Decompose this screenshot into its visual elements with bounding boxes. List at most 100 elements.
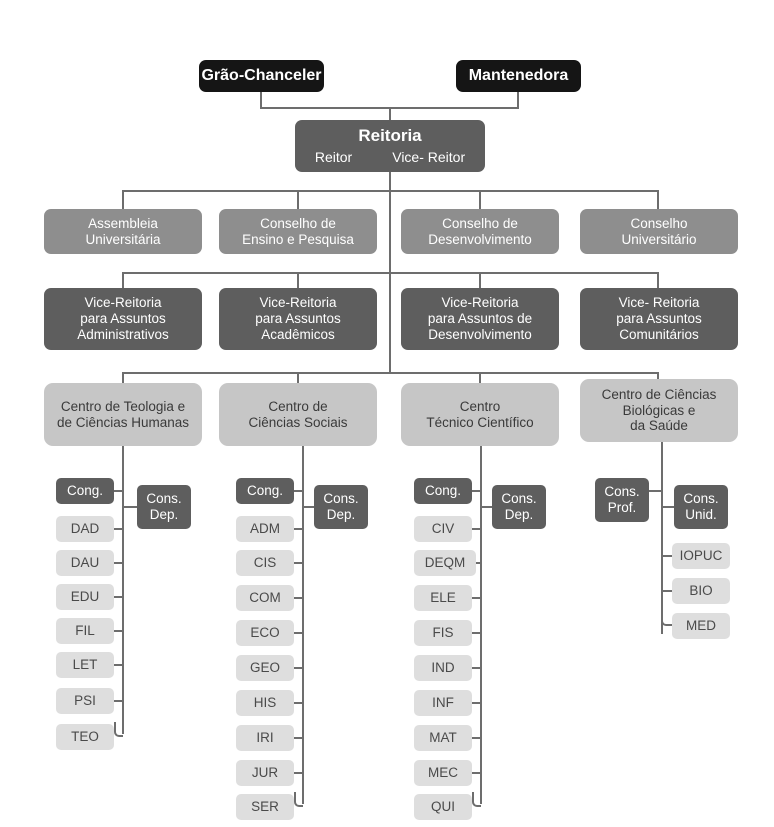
col2-item-iri[interactable]: IRI <box>236 725 294 751</box>
node-vice-reitoria-2[interactable]: Vice-Reitoria para Assuntos Acadêmicos <box>219 288 377 350</box>
vice-3-line3: Desenvolvimento <box>428 326 532 342</box>
connector-col3-spine <box>480 486 482 804</box>
col1-cons-line2: Dep. <box>149 507 179 522</box>
col2-cons-dep[interactable]: Cons. Dep. <box>314 485 368 529</box>
col1-item-teo[interactable]: TEO <box>56 724 114 750</box>
node-reitoria[interactable]: Reitoria Reitor Vice- Reitor <box>295 120 485 172</box>
col4-item-iopuc[interactable]: IOPUC <box>672 543 730 569</box>
node-conselho-3[interactable]: Conselho de Desenvolvimento <box>401 209 559 254</box>
col1-stub-4 <box>114 630 123 632</box>
node-conselho-4[interactable]: Conselho Universitário <box>580 209 738 254</box>
node-centro-2[interactable]: Centro de Ciências Sociais <box>219 383 377 446</box>
col4-cons-unid[interactable]: Cons. Unid. <box>674 485 728 529</box>
connector-vice-drop-1 <box>122 272 124 288</box>
col2-item-adm[interactable]: ADM <box>236 516 294 542</box>
col1-item-2-label: DAU <box>70 555 100 571</box>
vice-1-line1: Vice-Reitoria <box>84 295 162 311</box>
col3-item-mec[interactable]: MEC <box>414 760 472 786</box>
col1-item-let[interactable]: LET <box>56 652 114 678</box>
col4-cons-unid-line2: Unid. <box>685 507 717 522</box>
connector-centro-drop-4 <box>657 372 659 383</box>
col4-item-bio[interactable]: BIO <box>672 578 730 604</box>
col1-item-cong[interactable]: Cong. <box>56 478 114 504</box>
col2-item-2-label: CIS <box>253 555 277 571</box>
col3-item-cong[interactable]: Cong. <box>414 478 472 504</box>
col2-stub-7 <box>294 737 303 739</box>
conselho-3-line2: Desenvolvimento <box>428 231 532 247</box>
node-vice-reitoria-4[interactable]: Vice- Reitoria para Assuntos Comunitário… <box>580 288 738 350</box>
node-centro-4[interactable]: Centro de Ciências Biológicas e da Saúde <box>580 379 738 442</box>
col3-stub-6 <box>472 702 481 704</box>
col3-item-inf[interactable]: INF <box>414 690 472 716</box>
col3-item-fis[interactable]: FIS <box>414 620 472 646</box>
conselho-2-line1: Conselho de <box>260 215 336 231</box>
col4-cons-prof[interactable]: Cons. Prof. <box>595 478 649 522</box>
col3-cons-line1: Cons. <box>501 491 537 507</box>
col1-item-dau[interactable]: DAU <box>56 550 114 576</box>
col4-stub-2 <box>661 590 673 592</box>
col3-stub-7 <box>472 737 481 739</box>
col1-stub-3 <box>114 596 123 598</box>
col1-item-0-label: Cong. <box>66 483 104 499</box>
col3-item-qui[interactable]: QUI <box>414 794 472 820</box>
node-centro-1[interactable]: Centro de Teologia e de Ciências Humanas <box>44 383 202 446</box>
col2-item-geo[interactable]: GEO <box>236 655 294 681</box>
node-conselho-1[interactable]: Assembleia Universitária <box>44 209 202 254</box>
reitoria-vice-reitor-label: Vice- Reitor <box>392 149 466 166</box>
col3-item-ele[interactable]: ELE <box>414 585 472 611</box>
col3-item-ind[interactable]: IND <box>414 655 472 681</box>
col3-item-civ[interactable]: CIV <box>414 516 472 542</box>
col3-item-9-label: QUI <box>430 799 455 815</box>
connector-bus-to-reitoria <box>389 107 391 121</box>
col2-stub-3 <box>294 597 303 599</box>
col2-item-com[interactable]: COM <box>236 585 294 611</box>
node-vice-reitoria-1[interactable]: Vice-Reitoria para Assuntos Administrati… <box>44 288 202 350</box>
conselho-1-line2: Universitária <box>85 231 161 247</box>
col4-item-med[interactable]: MED <box>672 613 730 639</box>
node-conselho-2[interactable]: Conselho de Ensino e Pesquisa <box>219 209 377 254</box>
col1-item-6-label: PSI <box>74 693 96 709</box>
node-centro-3[interactable]: Centro Técnico Científico <box>401 383 559 446</box>
col2-item-cong[interactable]: Cong. <box>236 478 294 504</box>
connector-col4-spine <box>661 486 663 634</box>
col1-stub-6 <box>114 700 123 702</box>
col2-stub-2 <box>294 562 303 564</box>
connector-centro-drop-3 <box>479 372 481 383</box>
col1-item-3-label: EDU <box>70 589 100 605</box>
col1-stub-cons <box>122 506 138 508</box>
col2-item-cis[interactable]: CIS <box>236 550 294 576</box>
col4-item-1-label: IOPUC <box>679 548 723 564</box>
col2-item-ser[interactable]: SER <box>236 794 294 820</box>
connector-col4-spine-top <box>661 442 663 486</box>
col3-item-2-label: DEQM <box>424 555 466 571</box>
node-mantenedora[interactable]: Mantenedora <box>456 60 581 92</box>
vice-4-line1: Vice- Reitoria <box>618 295 700 311</box>
col2-item-his[interactable]: HIS <box>236 690 294 716</box>
node-grao-chanceler[interactable]: Grão-Chanceler <box>199 60 324 92</box>
col1-item-dad[interactable]: DAD <box>56 516 114 542</box>
col3-cons-dep[interactable]: Cons. Dep. <box>492 485 546 529</box>
centro-1-line2: de Ciências Humanas <box>56 414 190 430</box>
col2-item-jur[interactable]: JUR <box>236 760 294 786</box>
col2-stub-1 <box>294 528 303 530</box>
col2-cons-line1: Cons. <box>323 491 359 507</box>
col2-item-8-label: JUR <box>251 765 279 781</box>
col4-elbow-last <box>661 611 673 626</box>
col3-item-1-label: CIV <box>431 521 455 537</box>
centro-4-line2: Biológicas e <box>622 402 696 418</box>
col1-cons-dep[interactable]: Cons. Dep. <box>137 485 191 529</box>
col3-elbow-last <box>472 792 481 807</box>
col1-item-psi[interactable]: PSI <box>56 688 114 714</box>
col1-item-edu[interactable]: EDU <box>56 584 114 610</box>
col1-item-fil[interactable]: FIL <box>56 618 114 644</box>
col3-item-mat[interactable]: MAT <box>414 725 472 751</box>
node-vice-reitoria-3[interactable]: Vice-Reitoria para Assuntos de Desenvolv… <box>401 288 559 350</box>
col3-item-6-label: INF <box>432 695 454 711</box>
connector-council-drop-4 <box>657 190 659 209</box>
col1-cons-line1: Cons. <box>146 491 182 507</box>
col4-cons-unid-line1: Cons. <box>683 491 719 507</box>
col2-item-eco[interactable]: ECO <box>236 620 294 646</box>
col3-stub-8 <box>472 772 481 774</box>
col3-item-deqm[interactable]: DEQM <box>414 550 476 576</box>
